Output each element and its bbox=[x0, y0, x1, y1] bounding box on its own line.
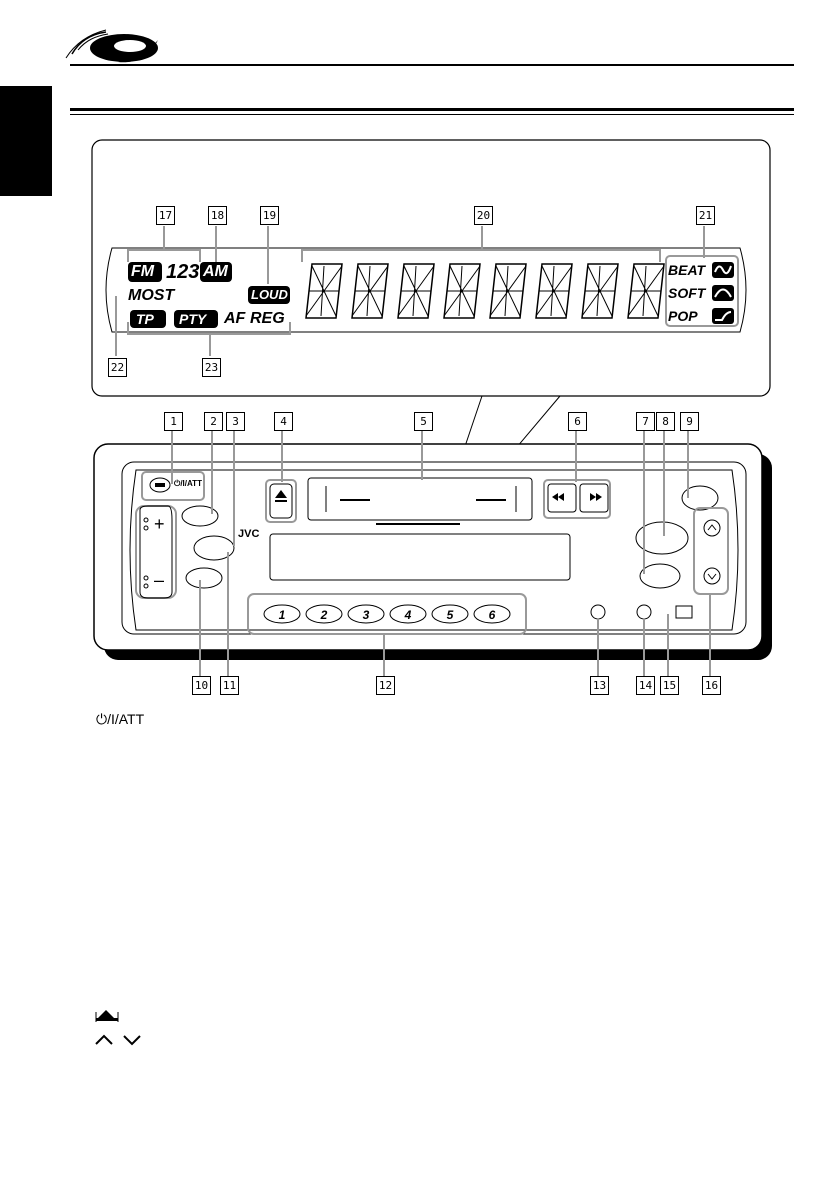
lcd-pty: PTY bbox=[179, 311, 206, 327]
callout-9: 9 bbox=[680, 412, 699, 431]
lcd-loud: LOUD bbox=[251, 287, 288, 302]
callout-8: 8 bbox=[656, 412, 675, 431]
callout-19: 19 bbox=[260, 206, 279, 225]
lcd-reg: REG bbox=[250, 310, 285, 328]
callout-18: 18 bbox=[208, 206, 227, 225]
callout-2: 2 bbox=[204, 412, 223, 431]
callout-15: 15 bbox=[660, 676, 679, 695]
lcd-soft: SOFT bbox=[668, 285, 705, 301]
legend-power-att: ⏻/I/ATT bbox=[96, 711, 144, 728]
callout-6: 6 bbox=[568, 412, 587, 431]
callout-17: 17 bbox=[156, 206, 175, 225]
callout-21: 21 bbox=[696, 206, 715, 225]
callout-16: 16 bbox=[702, 676, 721, 695]
preset-label-3: 3 bbox=[363, 608, 370, 622]
callout-14: 14 bbox=[636, 676, 655, 695]
svg-text:–: – bbox=[154, 570, 164, 590]
lcd-most: MOST bbox=[128, 287, 174, 305]
callout-5: 5 bbox=[414, 412, 433, 431]
preset-label-4: 4 bbox=[404, 608, 412, 622]
callout-3: 3 bbox=[226, 412, 245, 431]
svg-text:+: + bbox=[154, 514, 165, 534]
callout-11: 11 bbox=[220, 676, 239, 695]
power-att-label: ⏻/I/ATT bbox=[174, 479, 202, 489]
lcd-beat: BEAT bbox=[668, 262, 705, 278]
lcd-am: AM bbox=[203, 263, 228, 281]
callout-10: 10 bbox=[192, 676, 211, 695]
preset-label-2: 2 bbox=[320, 608, 328, 622]
callout-4: 4 bbox=[274, 412, 293, 431]
preset-label-6: 6 bbox=[489, 608, 496, 622]
lcd-fm: FM bbox=[131, 263, 154, 281]
lcd-af: AF bbox=[224, 310, 245, 328]
callout-23: 23 bbox=[202, 358, 221, 377]
callout-7: 7 bbox=[636, 412, 655, 431]
lcd-tp: TP bbox=[136, 311, 154, 327]
lcd-band-123: 123 bbox=[166, 261, 199, 284]
callout-12: 12 bbox=[376, 676, 395, 695]
callout-1: 1 bbox=[164, 412, 183, 431]
lcd-pop: POP bbox=[668, 308, 698, 324]
callout-22: 22 bbox=[108, 358, 127, 377]
preset-label-1: 1 bbox=[279, 608, 286, 622]
brand-logo: JVC bbox=[238, 528, 259, 540]
preset-label-5: 5 bbox=[447, 608, 454, 622]
callout-13: 13 bbox=[590, 676, 609, 695]
callout-20: 20 bbox=[474, 206, 493, 225]
